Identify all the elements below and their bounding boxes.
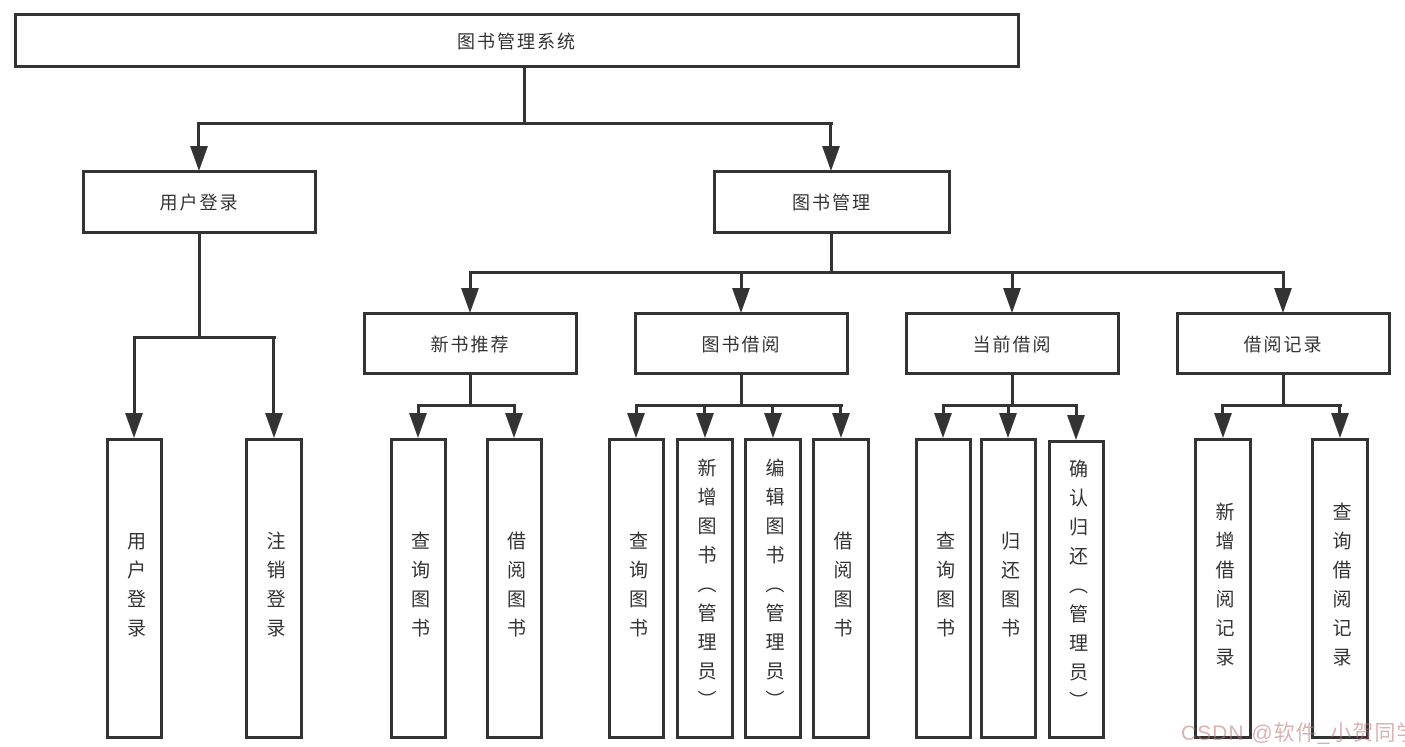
connector-rail bbox=[635, 404, 843, 407]
arrowhead-down-icon bbox=[461, 288, 479, 313]
connector-rail bbox=[197, 122, 833, 125]
connector-rail bbox=[1221, 404, 1342, 407]
connector-stem bbox=[1007, 404, 1010, 415]
connector-stem bbox=[740, 271, 743, 290]
connector-stem bbox=[1011, 375, 1014, 407]
node-root: 图书管理系统 bbox=[14, 13, 1020, 68]
connector-stem bbox=[1221, 404, 1224, 415]
node-user-login: 用户登录 bbox=[82, 170, 317, 234]
leaf-add-borrow-record: 新增借阅记录 bbox=[1194, 438, 1252, 739]
leaf-borrow-books-borrowing: 借阅图书 bbox=[812, 438, 870, 739]
connector-stem bbox=[469, 271, 472, 290]
node-label: 新增借阅记录 bbox=[1212, 501, 1234, 676]
leaf-query-books-current: 查询图书 bbox=[915, 438, 972, 739]
connector-stem bbox=[1338, 404, 1341, 415]
arrowhead-down-icon bbox=[125, 413, 143, 438]
watermark: CSDN @软件_小贺同学 bbox=[1181, 722, 1405, 745]
connector-stem bbox=[1282, 375, 1285, 407]
connector-stem bbox=[417, 404, 420, 415]
node-label: 查询图书 bbox=[626, 530, 647, 647]
leaf-confirm-return-admin: 确认归还（管理员） bbox=[1048, 440, 1105, 739]
arrowhead-down-icon bbox=[265, 413, 283, 438]
node-label: 用户登录 bbox=[159, 193, 240, 213]
node-label: 图书管理系统 bbox=[457, 31, 577, 52]
arrowhead-down-icon bbox=[1274, 288, 1292, 313]
arrowhead-down-icon bbox=[696, 413, 714, 438]
leaf-edit-book-admin: 编辑图书（管理员） bbox=[744, 438, 802, 739]
connector-stem bbox=[703, 404, 706, 415]
connector-rail bbox=[469, 271, 1285, 274]
arrowhead-down-icon bbox=[409, 413, 427, 438]
node-book-borrowing: 图书借阅 bbox=[634, 312, 849, 375]
arrowhead-down-icon bbox=[1214, 413, 1232, 438]
connector-stem bbox=[635, 404, 638, 415]
node-label: 查询图书 bbox=[408, 530, 429, 647]
node-label: 用户登录 bbox=[124, 530, 145, 647]
connector-stem bbox=[197, 122, 200, 148]
node-label: 确认归还（管理员） bbox=[1066, 459, 1087, 720]
node-label: 归还图书 bbox=[998, 530, 1019, 647]
node-borrow-records: 借阅记录 bbox=[1176, 312, 1391, 375]
arrowhead-down-icon bbox=[764, 413, 782, 438]
connector-stem bbox=[469, 375, 472, 407]
arrowhead-down-icon bbox=[732, 288, 750, 313]
connector-stem bbox=[1282, 271, 1285, 290]
connector-stem bbox=[198, 234, 201, 339]
node-label: 借阅图书 bbox=[830, 530, 852, 647]
connector-rail bbox=[133, 336, 276, 339]
arrowhead-down-icon bbox=[505, 413, 523, 438]
connector-stem bbox=[771, 404, 774, 415]
connector-stem bbox=[133, 336, 136, 415]
node-label: 图书管理 bbox=[792, 193, 872, 213]
connector-stem bbox=[829, 122, 832, 148]
arrowhead-down-icon bbox=[190, 146, 208, 171]
arrowhead-down-icon bbox=[832, 413, 850, 438]
leaf-logout: 注销登录 bbox=[245, 438, 303, 739]
node-label: 当前借阅 bbox=[972, 334, 1053, 355]
node-label: 查询借阅记录 bbox=[1329, 501, 1351, 676]
leaf-add-book-admin: 新增图书（管理员） bbox=[676, 438, 734, 739]
connector-stem bbox=[513, 404, 516, 415]
leaf-query-books-recommend: 查询图书 bbox=[390, 438, 447, 739]
connector-rail bbox=[417, 404, 516, 407]
connector-stem bbox=[839, 404, 842, 415]
node-current-borrowing: 当前借阅 bbox=[905, 312, 1120, 375]
node-label: 编辑图书（管理员） bbox=[762, 458, 784, 719]
node-label: 借阅图书 bbox=[504, 530, 525, 647]
connector-stem bbox=[1011, 271, 1014, 290]
leaf-query-books-borrowing: 查询图书 bbox=[608, 438, 665, 739]
node-label: 新增图书（管理员） bbox=[694, 458, 716, 719]
node-label: 新书推荐 bbox=[430, 334, 511, 355]
connector-stem bbox=[942, 404, 945, 415]
arrowhead-down-icon bbox=[627, 413, 645, 438]
connector-stem bbox=[272, 336, 275, 415]
connector-stem bbox=[830, 234, 833, 274]
arrowhead-down-icon bbox=[934, 413, 952, 438]
connector-rail bbox=[942, 404, 1078, 407]
node-book-management: 图书管理 bbox=[713, 170, 951, 234]
leaf-query-borrow-record: 查询借阅记录 bbox=[1311, 438, 1369, 739]
leaf-user-login: 用户登录 bbox=[106, 438, 163, 739]
connector-stem bbox=[523, 68, 526, 122]
arrowhead-down-icon bbox=[1067, 415, 1085, 440]
node-label: 注销登录 bbox=[263, 530, 285, 647]
leaf-return-book: 归还图书 bbox=[980, 438, 1037, 739]
arrowhead-down-icon bbox=[1003, 288, 1021, 313]
arrowhead-down-icon bbox=[999, 413, 1017, 438]
connector-stem bbox=[1075, 404, 1078, 417]
leaf-borrow-books-recommend: 借阅图书 bbox=[486, 438, 543, 739]
node-label: 查询图书 bbox=[933, 530, 954, 647]
connector-stem bbox=[740, 375, 743, 407]
node-label: 借阅记录 bbox=[1243, 334, 1324, 355]
node-new-book-recommend: 新书推荐 bbox=[363, 312, 578, 375]
arrowhead-down-icon bbox=[1331, 413, 1349, 438]
arrowhead-down-icon bbox=[822, 146, 840, 171]
node-label: 图书借阅 bbox=[701, 334, 782, 355]
